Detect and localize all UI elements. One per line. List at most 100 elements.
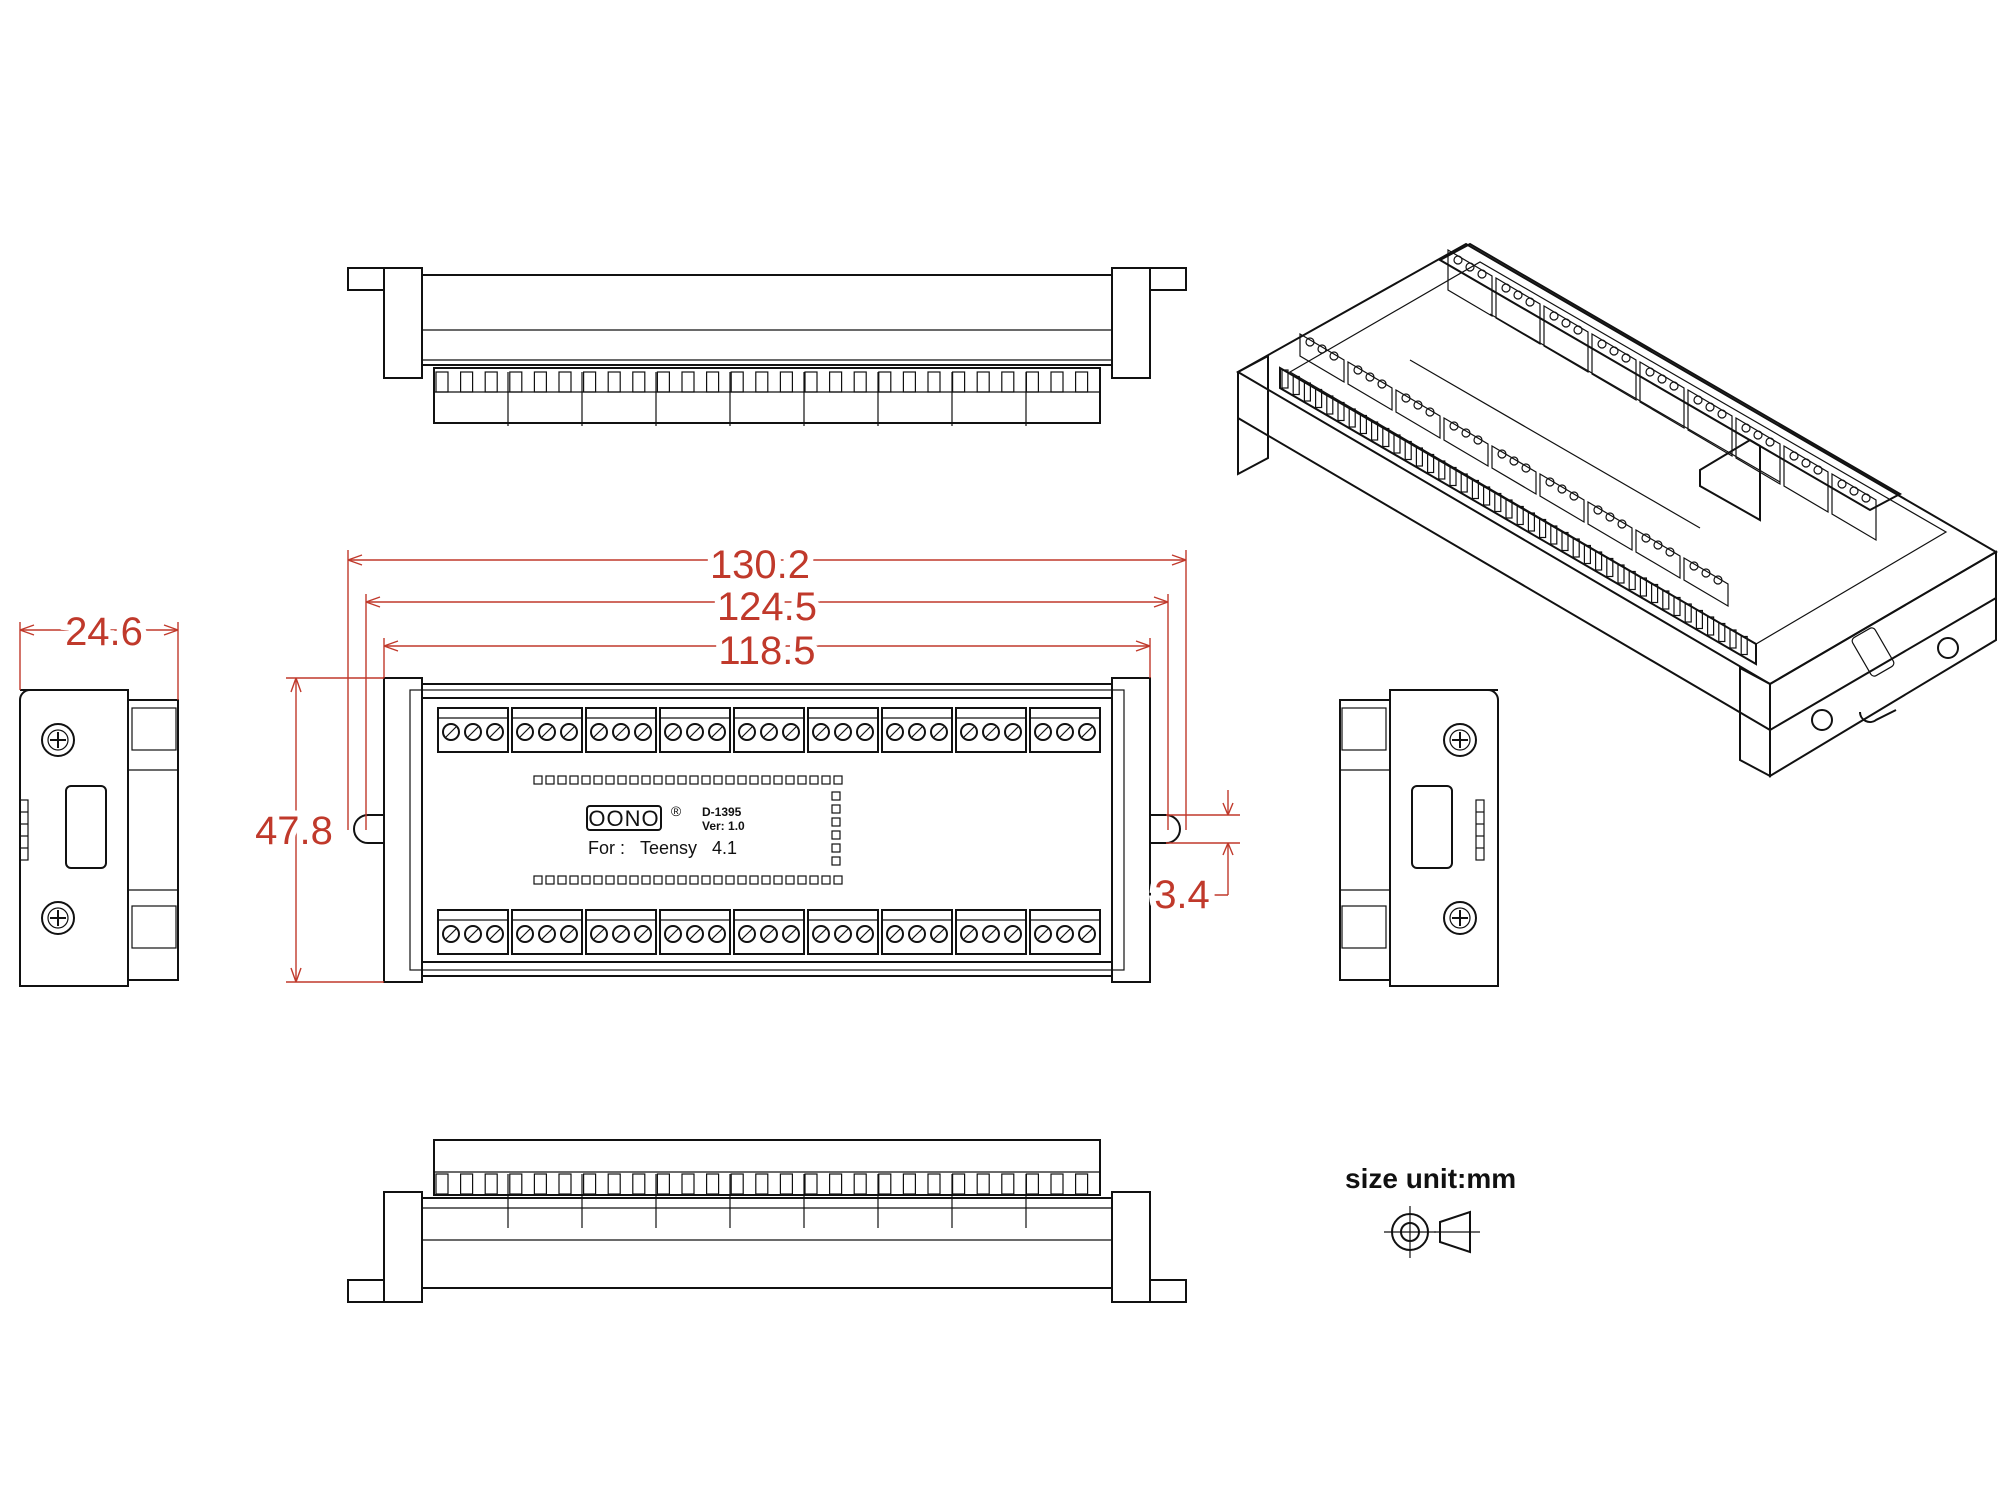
screw-terminal-icon <box>486 925 504 943</box>
iso-screw-icon <box>1653 540 1663 550</box>
screw-terminal-icon <box>634 925 652 943</box>
iso-screw-icon <box>1641 533 1651 543</box>
screw-terminal-icon <box>590 925 608 943</box>
screw-slot <box>1007 928 1019 940</box>
iso-screw-icon <box>1573 325 1583 335</box>
terminal-tooth <box>632 1173 646 1195</box>
iso-terminal-tooth <box>1538 518 1547 539</box>
header-pin <box>809 775 819 785</box>
iso-terminal-tooth <box>1460 473 1468 493</box>
screw-terminal-icon <box>960 723 978 741</box>
iso-terminal-tooth <box>1370 421 1379 441</box>
iso-terminal-tooth <box>1583 544 1592 565</box>
header-pin <box>677 875 687 885</box>
screw-terminal-icon <box>908 723 926 741</box>
iso-screw-icon <box>1569 491 1579 501</box>
iso-screw-icon <box>1545 477 1555 487</box>
header-pin <box>833 875 843 885</box>
screw-slot <box>815 928 827 940</box>
terminal-tooth <box>878 1173 892 1195</box>
screw-head-icon <box>41 723 75 757</box>
screw-terminal-icon <box>464 925 482 943</box>
iso-screw-icon <box>1689 561 1699 571</box>
terminal-block <box>511 909 583 955</box>
header-pin <box>773 775 783 785</box>
iso-screw-icon <box>1353 365 1363 375</box>
header-pin <box>617 875 627 885</box>
iso-terminal-tooth <box>1348 408 1356 428</box>
iso-screw-icon <box>1701 568 1711 578</box>
terminal-tooth <box>1074 371 1089 393</box>
terminal-block <box>807 909 879 955</box>
terminal-tooth <box>779 1173 794 1195</box>
terminal-block <box>659 909 731 955</box>
header-pin <box>641 875 651 885</box>
screw-terminal-icon <box>590 723 608 741</box>
screw-slot <box>593 928 605 940</box>
iso-rear-block <box>1495 276 1541 346</box>
screw-terminal-icon <box>664 925 682 943</box>
iso-terminal-block <box>1539 472 1585 524</box>
iso-rear-block <box>1831 472 1877 542</box>
screw-terminal-icon <box>686 723 704 741</box>
iso-terminal-tooth <box>1382 427 1390 448</box>
iso-screw-icon <box>1861 493 1871 503</box>
header-pin <box>629 875 639 885</box>
iso-terminal-tooth <box>1494 492 1502 513</box>
iso-terminal-tooth <box>1292 375 1300 396</box>
screw-slot <box>815 726 827 738</box>
iso-terminal-tooth <box>1662 590 1670 610</box>
screw-terminal-icon <box>930 723 948 741</box>
terminal-tooth <box>853 1173 867 1195</box>
header-pin <box>605 775 615 785</box>
header-pin <box>557 775 567 785</box>
screw-terminal-icon <box>1004 925 1022 943</box>
screw-slot <box>541 726 553 738</box>
terminal-block <box>437 909 509 955</box>
iso-screw-icon <box>1693 395 1703 405</box>
iso-terminal-tooth <box>1404 440 1412 461</box>
iso-terminal-tooth <box>1572 538 1580 558</box>
header-pin <box>701 875 711 885</box>
terminal-block <box>437 707 509 753</box>
terminal-tooth <box>509 1173 523 1195</box>
iso-terminal-tooth <box>1594 551 1603 571</box>
screw-slot <box>689 726 701 738</box>
iso-screw-icon <box>1849 486 1859 496</box>
screw-terminal-icon <box>708 925 726 943</box>
dim-mounting-length: 124.5 <box>717 585 817 629</box>
iso-terminal-tooth <box>1695 609 1704 630</box>
terminal-tooth <box>435 371 449 393</box>
model-number: D-1395 <box>702 805 742 819</box>
header-pin <box>831 804 841 814</box>
iso-screw-icon <box>1317 344 1327 354</box>
iso-terminal-tooth <box>1673 596 1681 617</box>
screw-slot <box>837 726 849 738</box>
screw-slot <box>1059 928 1071 940</box>
screw-slot <box>763 726 775 738</box>
header-pin <box>797 775 807 785</box>
header-pin <box>831 830 841 840</box>
terminal-block <box>585 909 657 955</box>
screw-terminal-icon <box>516 925 534 943</box>
iso-screw-icon <box>1813 465 1823 475</box>
terminal-tooth <box>755 1173 769 1195</box>
terminal-tooth <box>582 371 597 393</box>
iso-screw-icon <box>1377 379 1387 389</box>
iso-terminal-block <box>1347 360 1393 412</box>
header-pin <box>831 856 841 866</box>
header-pin <box>533 875 543 885</box>
iso-rear-block <box>1591 332 1637 402</box>
header-pin <box>593 775 603 785</box>
iso-screw-icon <box>1365 372 1375 382</box>
screw-terminal-icon <box>1056 925 1074 943</box>
iso-screw-icon <box>1669 381 1679 391</box>
target-name: Teensy <box>640 838 697 858</box>
iso-terminal-block <box>1491 444 1537 496</box>
header-pin <box>737 775 747 785</box>
screw-terminal-icon <box>538 723 556 741</box>
header-pin <box>689 775 699 785</box>
terminal-block <box>733 909 805 955</box>
header-pin <box>773 875 783 885</box>
iso-rear-block <box>1687 388 1733 458</box>
